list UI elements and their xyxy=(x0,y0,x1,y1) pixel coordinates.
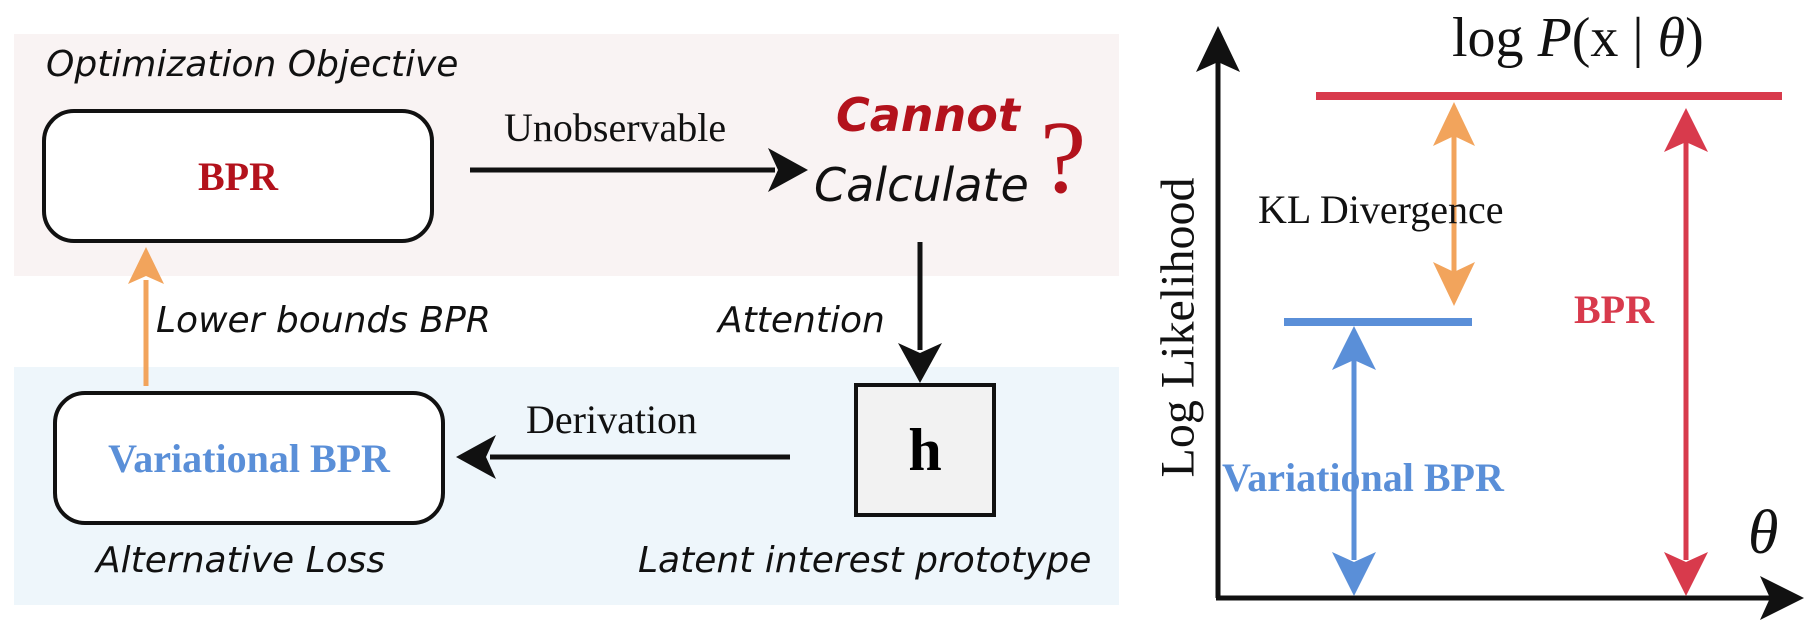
derivation-arrow xyxy=(456,435,790,479)
attention-arrow xyxy=(898,242,942,383)
variational-bpr-box-label: Variational BPR xyxy=(108,435,390,481)
latent-prototype-box: h xyxy=(854,383,996,517)
bpr-chart-label: BPR xyxy=(1574,287,1654,332)
variational-bpr-chart-label: Variational BPR xyxy=(1222,455,1504,500)
bpr-box-label: BPR xyxy=(198,153,278,199)
title-args: (x | xyxy=(1571,7,1658,69)
unobservable-arrow xyxy=(470,148,808,192)
optimization-objective-label: Optimization Objective xyxy=(46,44,459,85)
calculate-label: Calculate xyxy=(814,158,1029,212)
x-axis-label: θ xyxy=(1748,499,1779,567)
kl-divergence-label: KL Divergence xyxy=(1258,187,1504,232)
title-p: P xyxy=(1537,7,1572,69)
attention-label: Attention xyxy=(718,300,885,341)
title-close: ) xyxy=(1685,7,1704,69)
lower-bounds-arrow xyxy=(128,247,164,386)
y-axis-label: Log Likelihood xyxy=(1151,177,1205,478)
x-axis xyxy=(1216,576,1804,620)
latent-interest-prototype-label: Latent interest prototype xyxy=(638,540,1092,581)
kl-divergence-arrow xyxy=(1433,102,1475,306)
derivation-label: Derivation xyxy=(526,397,698,442)
title-theta: θ xyxy=(1657,7,1686,69)
bpr-gap-arrow xyxy=(1664,108,1708,596)
variational-bpr-box: Variational BPR xyxy=(53,391,445,525)
y-axis xyxy=(1196,26,1240,598)
cannot-label: Cannot xyxy=(836,88,1020,142)
bpr-box: BPR xyxy=(42,109,434,243)
question-mark-icon: ? xyxy=(1040,100,1087,215)
title-log: log xyxy=(1452,7,1524,69)
variational-bpr-arrow xyxy=(1332,326,1376,596)
h-label: h xyxy=(908,416,942,483)
lower-bounds-label: Lower bounds BPR xyxy=(156,300,491,341)
log-likelihood-title: log P(x | θ) xyxy=(1452,6,1704,70)
unobservable-label: Unobservable xyxy=(504,105,727,150)
alternative-loss-label: Alternative Loss xyxy=(96,540,386,581)
